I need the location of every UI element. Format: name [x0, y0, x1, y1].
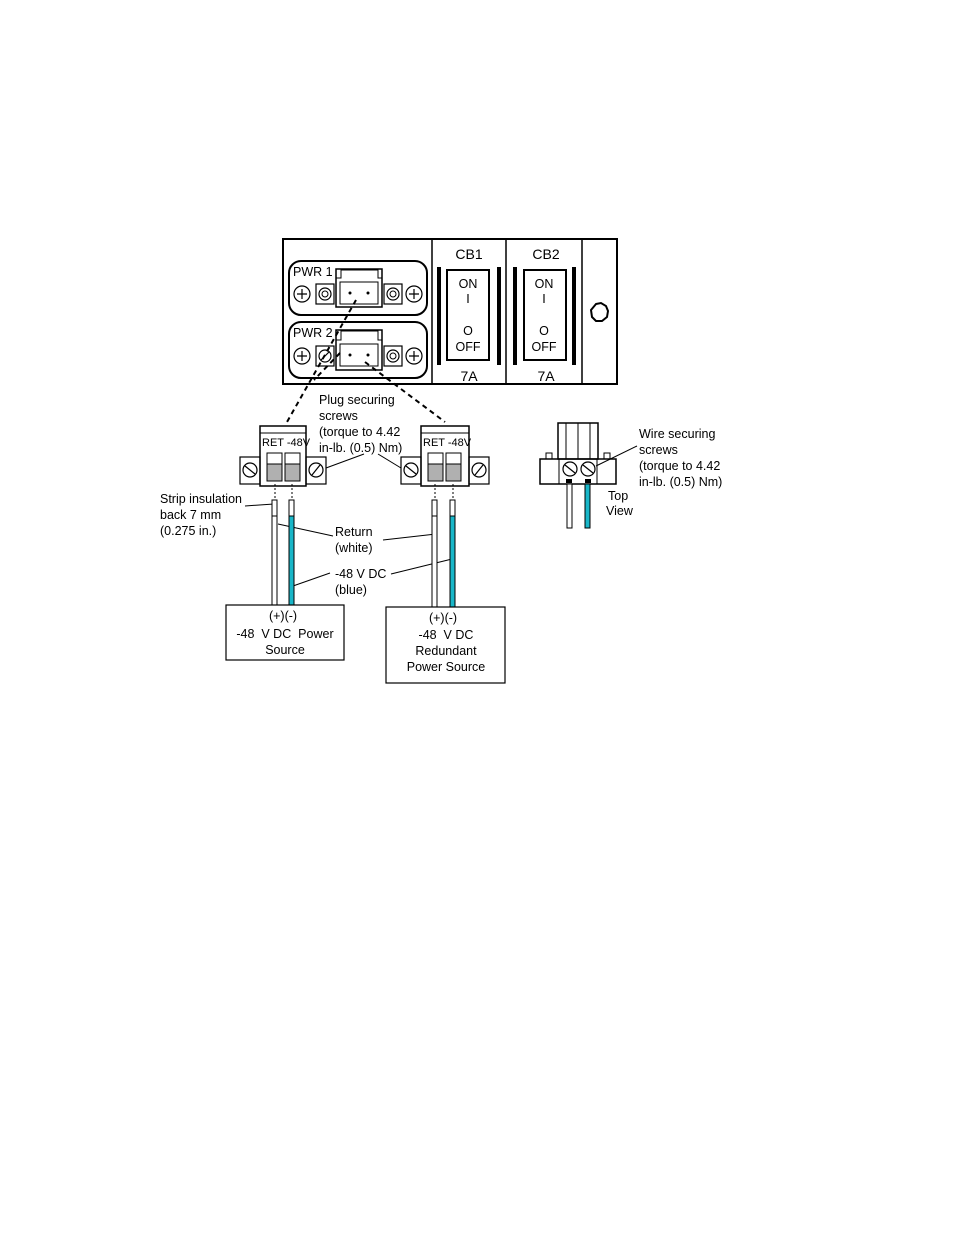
wire-screws-callout: Wire securing screws (torque to 4.42 in-… [639, 427, 724, 489]
pwr1-label: PWR 1 [293, 265, 333, 279]
strip-insulation-callout: Strip insulation back 7 mm (0.275 in.) [160, 492, 245, 538]
left-source-title: -48 V DC Power [236, 627, 333, 641]
pwr1-input-module: PWR 1 [288, 260, 428, 316]
cb1-rating: 7A [460, 368, 478, 384]
left-plug-label: RET -48V [262, 437, 311, 449]
plug-screws-callout: Plug securing screws (torque to 4.42 in-… [319, 393, 404, 455]
right-power-source: (+)(-) -48 V DC Redundant Power Source [385, 606, 506, 684]
cb2-off-label: OFF [532, 340, 557, 354]
cb1-switch [446, 269, 490, 361]
pwr2-label: PWR 2 [293, 326, 333, 340]
cb2-title: CB2 [532, 246, 559, 262]
power-panel [282, 238, 618, 385]
right-source-line2: Redundant [415, 644, 477, 658]
mount-screw-icon [383, 283, 403, 305]
plus-screw-icon [293, 285, 311, 303]
right-source-line3: Power Source [407, 660, 486, 674]
mount-screw-icon [383, 345, 403, 367]
top-view-plug [539, 422, 617, 529]
left-wires [271, 484, 295, 606]
pwr2-input-module: PWR 2 [288, 321, 428, 379]
cb2-rating: 7A [537, 368, 555, 384]
right-wires [431, 484, 456, 608]
circuit-breaker-cb1: CB1 ON I O OFF 7A [437, 246, 501, 384]
cb1-on-symbol: I [466, 292, 469, 306]
mount-screw-icon [315, 283, 335, 305]
wire-screw-icon [562, 461, 578, 477]
cb2-on-label: ON [535, 277, 554, 291]
cb1-off-label: OFF [456, 340, 481, 354]
cb2-on-symbol: I [542, 292, 545, 306]
cb1-on-label: ON [459, 277, 478, 291]
left-source-subtitle: Source [265, 643, 305, 657]
pwr1-socket [335, 268, 383, 308]
cb2-off-symbol: O [539, 324, 549, 338]
dc-wire-callout: -48 V DC (blue) [335, 567, 390, 597]
right-plug: RET -48V [400, 425, 490, 487]
top-view-label: Top View [606, 489, 634, 518]
circuit-breaker-cb2: CB2 ON I O OFF 7A [513, 246, 576, 384]
ground-nut-icon [589, 301, 610, 322]
left-source-polarity: (+)(-) [269, 609, 297, 623]
right-source-polarity: (+)(-) [429, 611, 457, 625]
return-wire-callout: Return (white) [335, 525, 376, 555]
dc-wire-blue [449, 515, 456, 608]
left-plug: RET -48V [239, 425, 327, 487]
cb1-title: CB1 [455, 246, 482, 262]
pwr2-socket [335, 329, 383, 371]
callout-leaders [244, 445, 638, 587]
plus-screw-icon [405, 285, 423, 303]
mount-screw-icon [315, 345, 335, 367]
cb2-switch [523, 269, 567, 361]
plug-alignment-lines [286, 299, 446, 423]
right-plug-label: RET -48V [423, 437, 472, 449]
cb1-off-symbol: O [463, 324, 473, 338]
right-source-title: -48 V DC [419, 628, 474, 642]
plus-screw-icon [293, 347, 311, 365]
plus-screw-icon [405, 347, 423, 365]
wire-screw-icon [580, 461, 596, 477]
left-power-source: (+)(-) -48 V DC Power Source [225, 604, 345, 661]
dc-wire-blue [288, 515, 295, 606]
